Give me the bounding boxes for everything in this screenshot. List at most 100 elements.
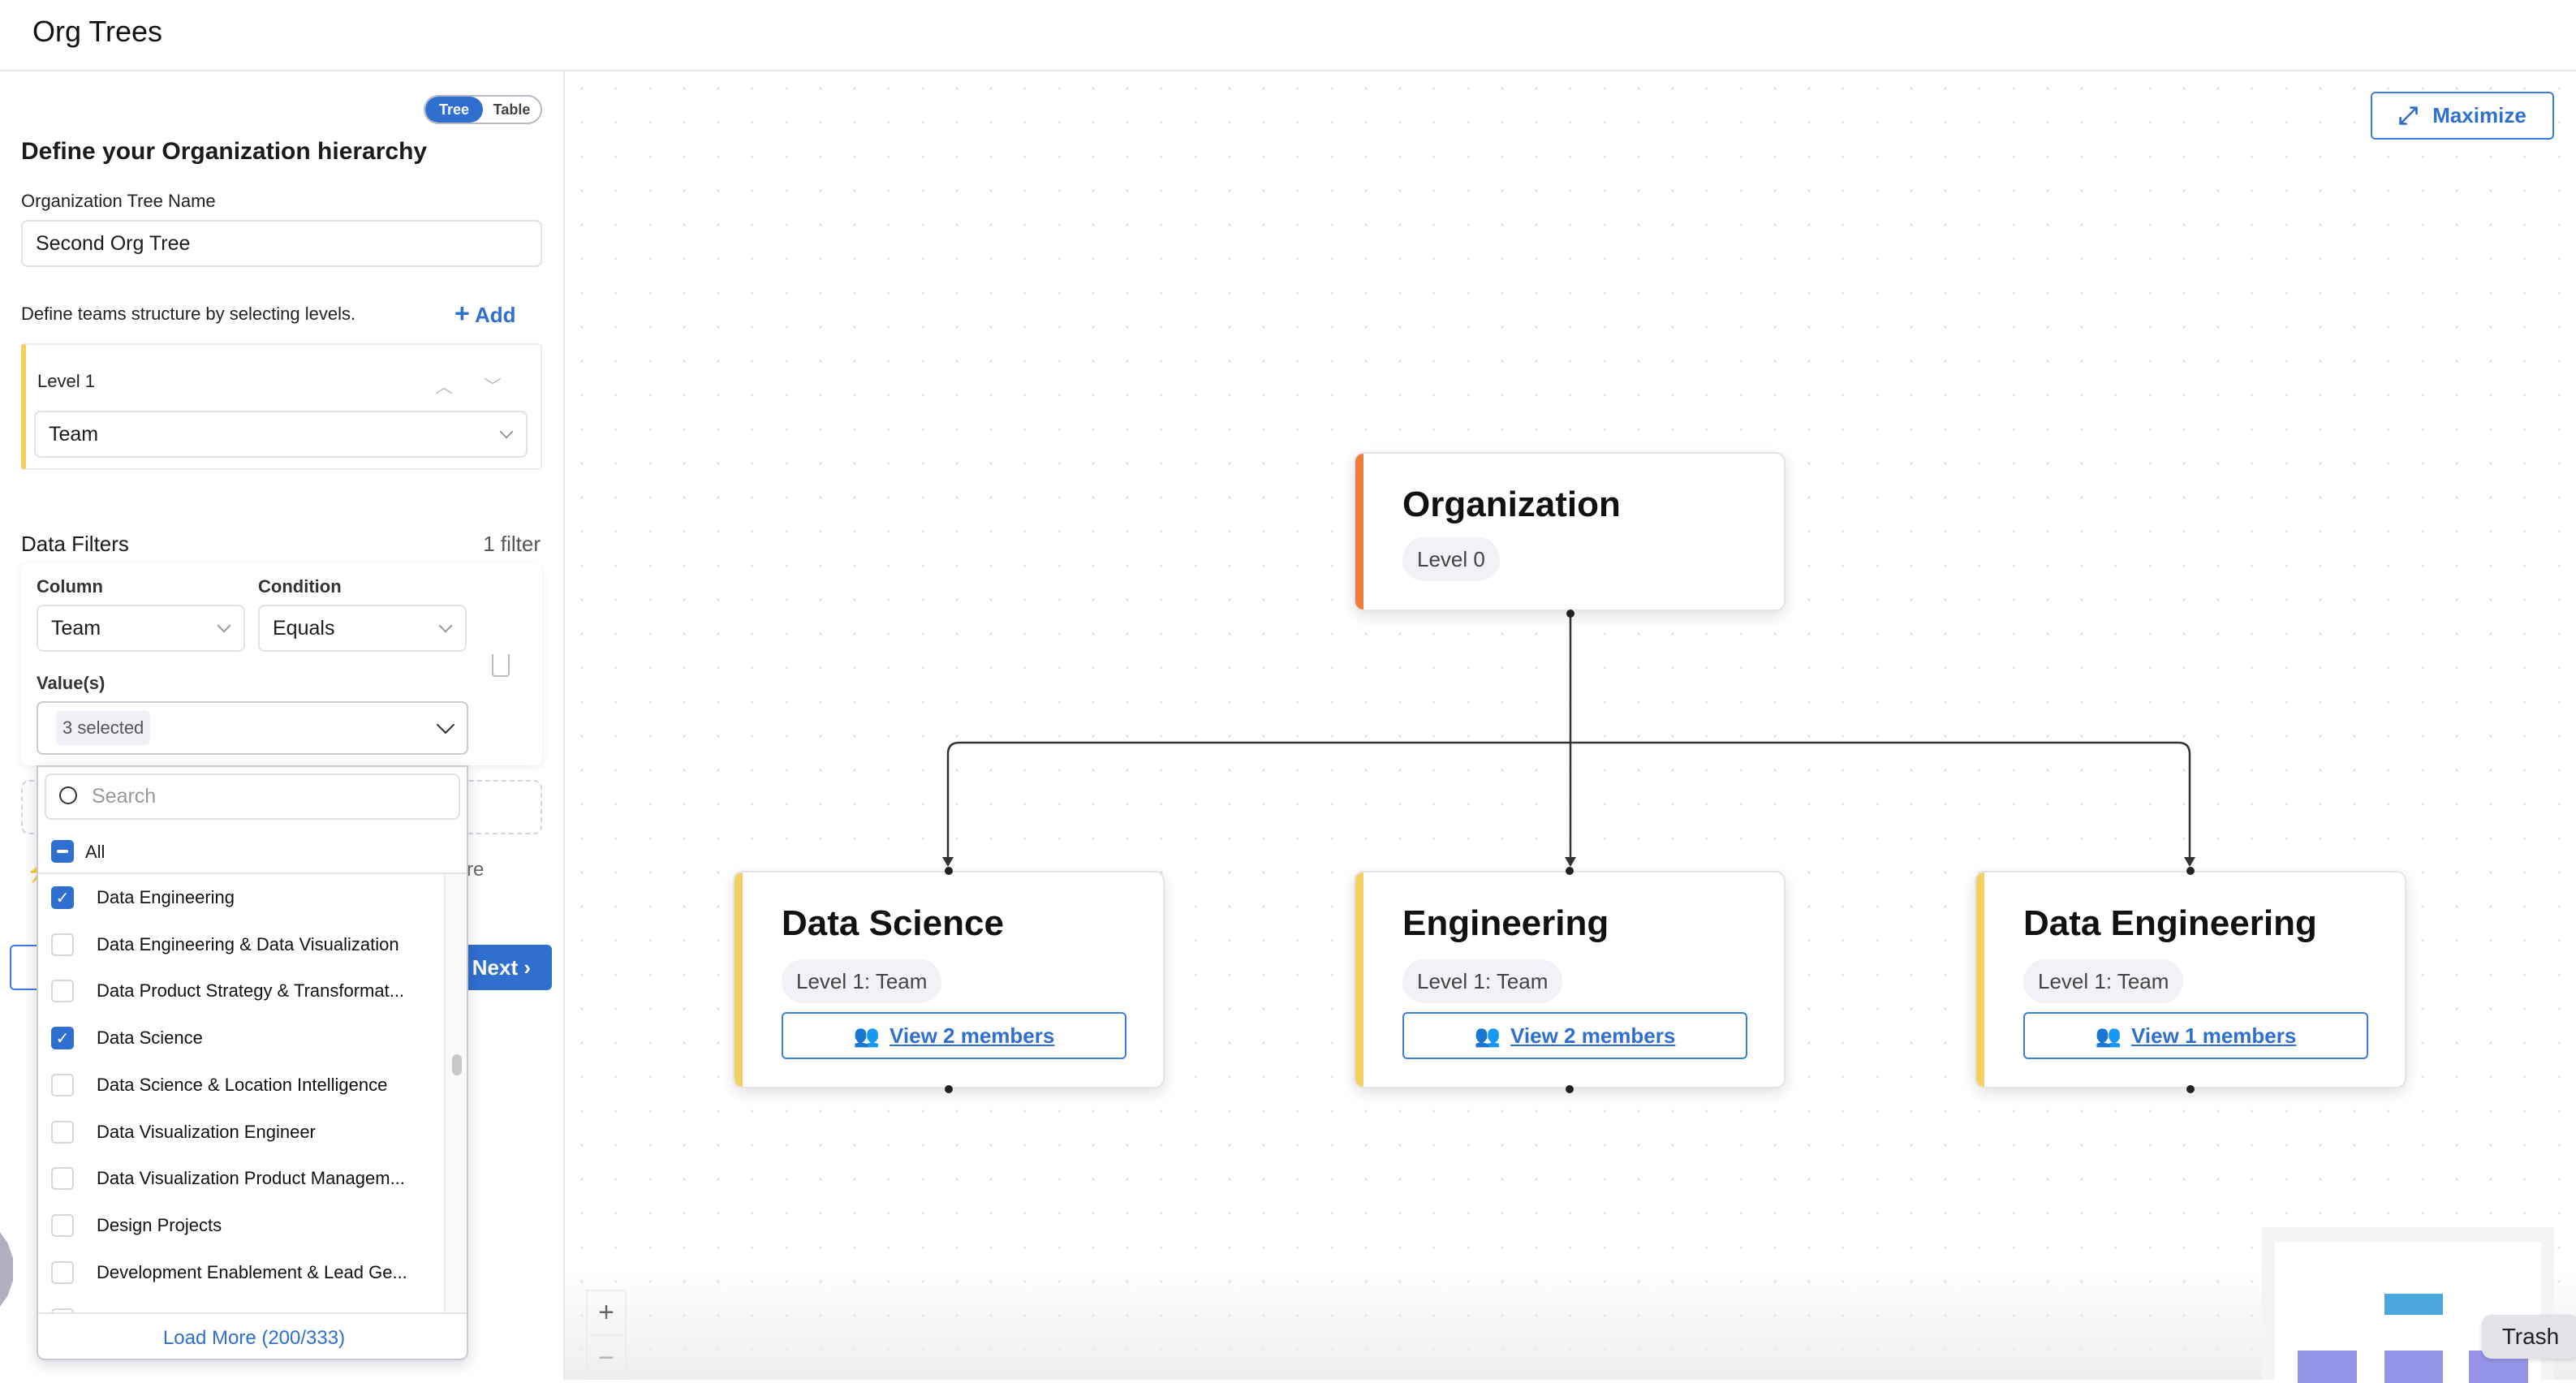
- indeterminate-checkbox[interactable]: [51, 840, 74, 863]
- list-item[interactable]: Data Product Strategy & Transformat...: [38, 967, 444, 1015]
- list-item[interactable]: ✓ Data Science: [38, 1015, 444, 1062]
- handle-dot[interactable]: [1566, 1085, 1574, 1093]
- level-badge: Level 1: Team: [782, 959, 942, 1003]
- node-title: Engineering: [1402, 903, 1609, 943]
- next-button[interactable]: Next ›: [422, 945, 552, 990]
- list-item[interactable]: Data Engineering & Data Visualization: [38, 921, 444, 968]
- list-item[interactable]: Data Visualization Product Managem...: [38, 1155, 444, 1202]
- checkbox[interactable]: [51, 1308, 74, 1312]
- selected-count-chip: 3 selected: [56, 711, 151, 745]
- maximize-button[interactable]: ⤢Maximize: [2371, 92, 2554, 140]
- level-badge: Level 0: [1402, 537, 1500, 581]
- node-accent: [1355, 454, 1363, 610]
- team-node[interactable]: Data Science Level 1: Team 👥 View 2 membe…: [733, 871, 1165, 1088]
- list-item[interactable]: ✓Data Engineering: [38, 874, 444, 921]
- level-select[interactable]: Team: [34, 411, 528, 458]
- load-more-button[interactable]: Load More (200/333): [38, 1312, 467, 1359]
- toggle-table[interactable]: Table: [493, 101, 531, 118]
- list-item-label: Data Science & Location Intelligence: [97, 1074, 388, 1095]
- page-title: Org Trees: [32, 15, 163, 48]
- list-item-label: Data Visualization Product Managem...: [97, 1168, 405, 1189]
- scrollbar[interactable]: [444, 874, 467, 1312]
- list-item[interactable]: Data Visualization Engineer: [38, 1109, 444, 1156]
- tree-name-input[interactable]: Second Org Tree: [21, 220, 542, 267]
- sidebar-expand-handle[interactable]: [0, 1232, 13, 1307]
- zoom-in-button[interactable]: +: [588, 1291, 625, 1336]
- view-members-label: View 2 members: [890, 1023, 1055, 1048]
- checkbox[interactable]: ✓: [51, 886, 74, 909]
- view-members-button[interactable]: 👥View 2 members: [1402, 1012, 1747, 1059]
- minimap-child-node: [2384, 1351, 2443, 1383]
- column-select[interactable]: Team: [37, 605, 245, 652]
- arrow-icon: [942, 857, 954, 867]
- list-item-label: Development Enablement & Lead Ge...: [97, 1261, 407, 1282]
- list-item-label: Design Projects: [97, 1214, 222, 1235]
- levels-hint: Define teams structure by selecting leve…: [21, 304, 356, 324]
- users-icon: 👥: [853, 1023, 881, 1048]
- partial-hint-text: re: [467, 859, 485, 881]
- trash-tooltip: Trash: [2482, 1315, 2576, 1359]
- add-label: Add: [474, 303, 516, 327]
- move-down-icon[interactable]: ﹀: [484, 377, 502, 397]
- column-value: Team: [51, 616, 101, 640]
- view-members-label: View 1 members: [2131, 1023, 2297, 1048]
- view-toggle[interactable]: Tree Table: [424, 95, 542, 124]
- values-select[interactable]: 3 selected: [37, 701, 468, 755]
- scrollbar-thumb[interactable]: [452, 1054, 462, 1075]
- handle-dot[interactable]: [945, 867, 953, 875]
- trash-icon[interactable]: [492, 654, 510, 677]
- list-item-partial[interactable]: [38, 1296, 444, 1312]
- list-item-label: Data Science: [97, 1028, 203, 1049]
- select-all-row[interactable]: All: [38, 829, 467, 874]
- all-label: All: [85, 842, 106, 862]
- checkbox[interactable]: [51, 1167, 74, 1191]
- node-accent: [734, 872, 743, 1087]
- list-item-label: Data Engineering & Data Visualization: [97, 933, 399, 954]
- handle-dot[interactable]: [1566, 610, 1574, 618]
- checkbox[interactable]: [51, 933, 74, 956]
- checkbox[interactable]: [51, 1213, 74, 1237]
- checkbox[interactable]: [51, 980, 74, 1003]
- list-item[interactable]: Development Enablement & Lead Ge...: [38, 1249, 444, 1296]
- app-header: Org Trees: [0, 0, 2576, 71]
- team-node[interactable]: Data Engineering Level 1: Team 👥View 1 m…: [1975, 871, 2406, 1088]
- dropdown-search-input[interactable]: Search: [45, 773, 460, 820]
- data-filters-title: Data Filters: [21, 532, 129, 556]
- checkbox[interactable]: [51, 1073, 74, 1096]
- move-up-icon[interactable]: ︿: [435, 377, 454, 397]
- arrow-icon: [2184, 857, 2195, 867]
- list-item[interactable]: Data Science & Location Intelligence: [38, 1062, 444, 1109]
- root-node[interactable]: Organization Level 0: [1354, 452, 1786, 611]
- checkbox[interactable]: ✓: [51, 1027, 74, 1050]
- handle-dot[interactable]: [1566, 867, 1574, 875]
- condition-select[interactable]: Equals: [258, 605, 467, 652]
- level-label: Level 1: [37, 371, 95, 391]
- view-members-button[interactable]: 👥 View 2 members: [782, 1012, 1126, 1059]
- handle-dot[interactable]: [2186, 867, 2195, 875]
- team-node[interactable]: Engineering Level 1: Team 👥View 2 member…: [1354, 871, 1786, 1088]
- list-item[interactable]: Design Projects: [38, 1202, 444, 1249]
- zoom-out-button[interactable]: −: [598, 1342, 614, 1373]
- toggle-tree[interactable]: Tree: [425, 97, 483, 123]
- handle-dot[interactable]: [2186, 1085, 2195, 1093]
- search-icon: [59, 786, 77, 804]
- view-members-button[interactable]: 👥View 1 members: [2023, 1012, 2368, 1059]
- condition-label: Condition: [258, 576, 342, 597]
- node-title: Data Engineering: [2023, 903, 2317, 943]
- level-select-value: Team: [49, 422, 99, 446]
- panel-heading: Define your Organization hierarchy: [21, 138, 428, 165]
- node-title: Data Science: [782, 903, 1004, 943]
- values-label: Value(s): [37, 673, 106, 693]
- condition-value: Equals: [273, 616, 335, 640]
- add-level-button[interactable]: + Add: [454, 299, 516, 329]
- node-title: Organization: [1402, 485, 1621, 524]
- checkbox[interactable]: [51, 1120, 74, 1144]
- checkbox[interactable]: [51, 1260, 74, 1284]
- level-badge: Level 1: Team: [1402, 959, 1563, 1003]
- list-item-label: Data Product Strategy & Transformat...: [97, 980, 405, 1002]
- filter-count: 1 filter: [483, 532, 541, 556]
- handle-dot[interactable]: [945, 1085, 953, 1093]
